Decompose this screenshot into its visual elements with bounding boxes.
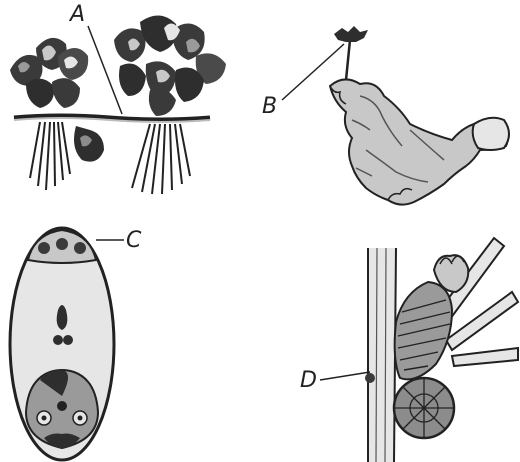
structure-c-illustration — [10, 228, 124, 460]
label-a: A — [70, 4, 85, 26]
structure-d-illustration — [320, 238, 518, 462]
label-d: D — [300, 370, 317, 392]
plant-b-illustration — [282, 26, 509, 205]
label-c: C — [126, 230, 141, 252]
label-b: B — [262, 96, 277, 118]
plant-a-illustration — [10, 15, 226, 194]
